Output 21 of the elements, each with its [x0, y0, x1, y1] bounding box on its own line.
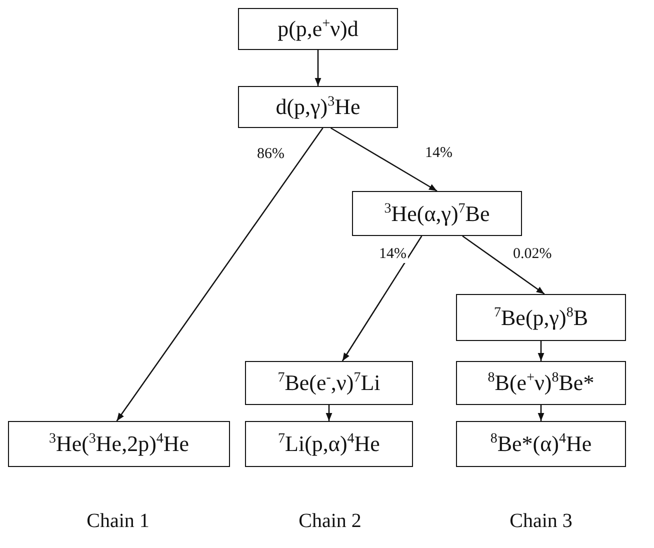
reaction-box: $^{8}$Be*(α)$^{4}$He [456, 421, 626, 467]
reaction-box: $^{7}$Be(p,γ)$^{8}$B [456, 294, 626, 341]
chain-label: Chain 1 [86, 510, 150, 533]
arrow [314, 50, 322, 86]
arrow [116, 128, 324, 422]
arrow [330, 127, 438, 192]
arrow [462, 235, 545, 295]
reaction-box: $^{7}$Be(e$^{-}$,ν)$^{7}$Li [245, 361, 413, 405]
arrow [326, 405, 332, 421]
arrow [538, 405, 544, 421]
reaction-box: $^{8}$B(e$^{+}$ν)$^{8}$Be* [456, 361, 626, 405]
reaction-box: $^{3}$He($^{3}$He,2p)$^{4}$He [8, 421, 230, 467]
reaction-box: $^{3}$He(α,γ)$^{7}$Be [352, 191, 522, 236]
arrow [342, 236, 422, 362]
edge-label: 14% [378, 246, 408, 263]
chain-label: Chain 2 [298, 510, 362, 533]
reaction-box: p(p,e$^{+}$ν)d [238, 8, 398, 50]
reaction-box: d(p,γ)$^{3}$He [238, 86, 398, 128]
chain-label: Chain 3 [510, 510, 572, 533]
arrow [538, 341, 544, 361]
reaction-box: $^{7}$Li(p,α)$^{4}$He [245, 421, 413, 467]
